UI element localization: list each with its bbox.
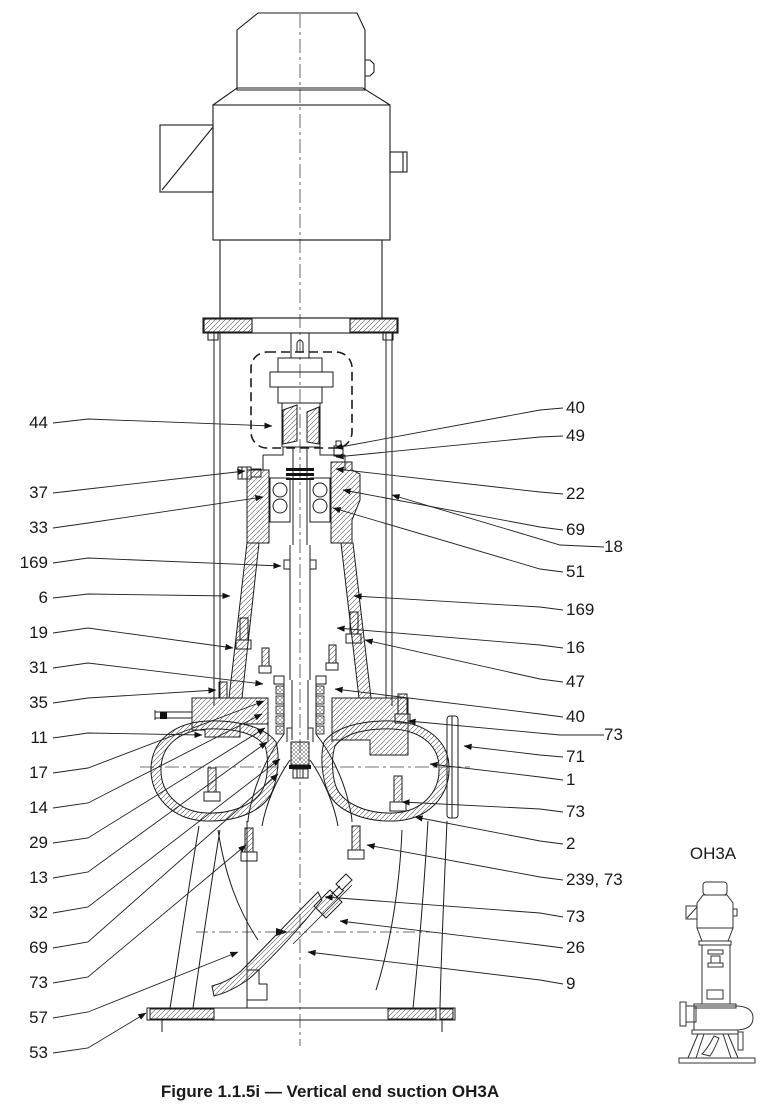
part-label-73a: 73	[604, 725, 623, 744]
coupling	[250, 332, 353, 466]
motor-support-column	[213, 333, 393, 706]
part-label-2: 2	[566, 834, 576, 853]
part-label-37: 37	[29, 483, 48, 502]
bearing-frame	[228, 542, 372, 699]
part-label-31: 31	[29, 658, 48, 677]
part-label-18: 18	[604, 537, 623, 556]
ball-bearing	[272, 482, 288, 498]
ball-bearing	[312, 482, 328, 498]
part-label-13: 13	[29, 868, 48, 887]
part-label-1: 1	[566, 770, 576, 789]
gland	[273, 675, 285, 685]
part-label-73l: 73	[29, 973, 48, 992]
part-label-16: 16	[566, 638, 585, 657]
part-label-239-73: 239, 73	[566, 870, 623, 889]
figure-caption: Figure 1.1.5i — Vertical end suction OH3…	[160, 1082, 500, 1101]
part-label-22: 22	[566, 484, 585, 503]
leader-lines	[52, 407, 605, 1054]
variant-label: OH3A	[689, 844, 737, 863]
part-label-169r: 169	[566, 600, 595, 619]
impeller-nut	[290, 741, 310, 766]
part-label-29: 29	[29, 833, 48, 852]
ball-bearing	[272, 498, 288, 514]
part-label-53: 53	[29, 1043, 48, 1062]
oh3a-thumbnail	[678, 881, 756, 1064]
part-label-17: 17	[29, 763, 48, 782]
packing-rings	[275, 685, 325, 735]
part-label-35: 35	[29, 693, 48, 712]
part-label-40a: 40	[566, 398, 585, 417]
part-label-40b: 40	[566, 707, 585, 726]
part-label-73b: 73	[566, 802, 585, 821]
shaft-deflector	[309, 559, 317, 570]
part-label-169l: 169	[19, 553, 48, 572]
shaft-deflector	[283, 559, 291, 570]
centerlines	[140, 14, 470, 1046]
part-label-49: 49	[566, 426, 585, 445]
part-label-44: 44	[29, 413, 48, 432]
motor	[159, 12, 408, 341]
part-label-14: 14	[29, 798, 48, 817]
part-label-71: 71	[566, 747, 585, 766]
part-label-57: 57	[29, 1008, 48, 1027]
part-label-69l: 69	[29, 938, 48, 957]
suction-elbow-and-base	[146, 820, 456, 1032]
part-label-69r: 69	[566, 520, 585, 539]
part-label-26: 26	[566, 938, 585, 957]
volute-casing	[150, 715, 459, 862]
part-label-11: 11	[30, 728, 48, 747]
part-label-51: 51	[566, 562, 585, 581]
gland	[315, 675, 327, 685]
part-label-19: 19	[29, 623, 48, 642]
part-label-33: 33	[29, 518, 48, 537]
part-label-73c: 73	[566, 907, 585, 926]
part-label-32: 32	[29, 903, 48, 922]
baseplate	[146, 1007, 456, 1021]
part-label-9: 9	[566, 974, 576, 993]
part-label-47: 47	[566, 672, 585, 691]
impeller	[247, 727, 353, 827]
ball-bearing	[312, 498, 328, 514]
junction-box	[159, 124, 214, 193]
part-label-6: 6	[38, 588, 48, 607]
coupling-guard	[250, 351, 353, 449]
